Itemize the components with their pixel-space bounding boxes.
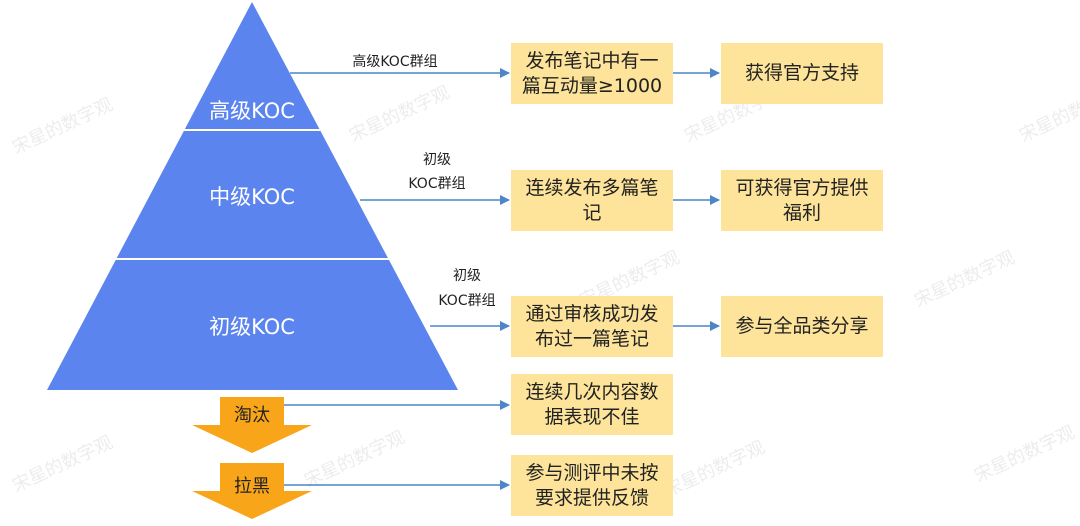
- condition-box-junior: 通过审核成功发布过一篇笔记: [511, 296, 673, 357]
- edge-label-row2-line1: 初级: [423, 152, 451, 168]
- reward-box-junior: 参与全品类分享: [721, 296, 883, 357]
- edge-label-row3-line1: 初级: [453, 268, 481, 284]
- condition-box-blacklist: 参与测评中未按要求提供反馈: [511, 455, 673, 516]
- edge-label-row2-line2: KOC群组: [408, 176, 466, 192]
- tier-label-intermediate: 中级KOC: [209, 185, 295, 209]
- tier-label-senior: 高级KOC: [209, 99, 295, 123]
- tier-label-junior: 初级KOC: [209, 315, 295, 339]
- blacklist-arrow: [192, 463, 312, 519]
- condition-box-intermediate: 连续发布多篇笔记: [511, 170, 673, 231]
- reward-box-senior: 获得官方支持: [721, 43, 883, 104]
- action-label-blacklist: 拉黑: [234, 476, 270, 497]
- condition-box-eliminate: 连续几次内容数据表现不佳: [511, 374, 673, 435]
- reward-box-intermediate: 可获得官方提供福利: [721, 170, 883, 231]
- edge-label-row1: 高级KOC群组: [352, 54, 438, 70]
- edge-label-row3-line2: KOC群组: [438, 293, 496, 309]
- action-label-eliminate: 淘汰: [234, 405, 270, 426]
- eliminate-arrow: [192, 397, 312, 453]
- pyramid: [47, 2, 458, 390]
- condition-box-senior: 发布笔记中有一篇互动量≥1000: [511, 43, 673, 104]
